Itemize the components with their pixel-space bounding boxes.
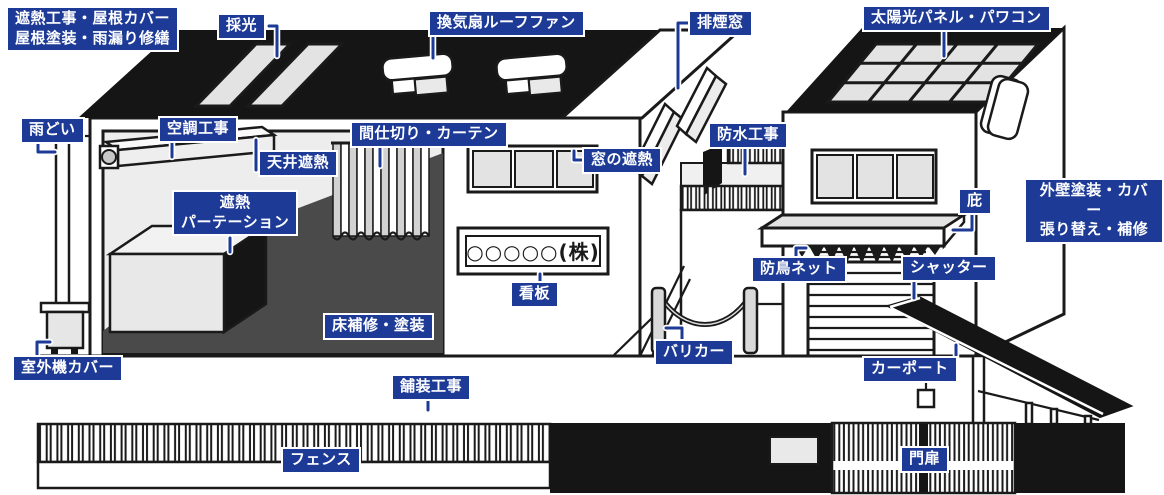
walkway-parapet (679, 184, 790, 212)
outdoor-unit (39, 301, 91, 354)
connector-rain-gutter (34, 139, 59, 156)
wall-plaque (769, 436, 819, 465)
roof-fan-2 (495, 52, 568, 97)
label-window-shield: 窓の遮熱 (582, 147, 663, 174)
connector-daylighting (265, 22, 281, 60)
skylight-2 (244, 42, 346, 108)
wall-right (1015, 423, 1125, 493)
label-daylighting: 採光 (217, 13, 267, 40)
label-ceiling-shield: 天井遮熱 (258, 150, 339, 177)
walkway (639, 143, 790, 358)
label-rain-gutter: 雨どい (20, 117, 85, 144)
label-fence: フェンス (281, 447, 361, 474)
label-bollard: バリカー (654, 339, 735, 366)
label-eaves: 庇 (958, 188, 992, 215)
label-partition-curtain: 間仕切り・カーテン (350, 121, 508, 148)
label-roof-fan: 換気扇ルーフファン (428, 10, 585, 37)
carport-beam (977, 389, 1100, 422)
skylight-1 (192, 42, 294, 108)
label-paving: 舗装工事 (391, 374, 472, 401)
company-signboard: ○○○○○(株) (456, 226, 610, 276)
label-exterior-wall: 外壁塗装・カバー 張り替え・補修 (1024, 178, 1164, 244)
connector-window-shield (570, 147, 586, 164)
label-signboard: 看板 (510, 281, 560, 308)
label-waterproof: 防水工事 (708, 122, 789, 149)
label-carport: カーポート (862, 356, 958, 383)
carport-roof (885, 295, 1134, 419)
label-heat-partition: 遮熱 パーテーション (172, 190, 299, 236)
power-conditioner (979, 74, 1030, 141)
label-smoke-window: 排煙窓 (688, 10, 753, 37)
label-outdoor-unit-cover: 室外機カバー (12, 355, 124, 382)
partition-curtain (331, 141, 431, 241)
smoke-window-2 (675, 65, 728, 144)
carport (885, 295, 1134, 426)
solar-panel-grid (824, 42, 1042, 104)
bollards (613, 286, 788, 356)
connector-bollard (662, 324, 686, 343)
bollard-post-2 (742, 286, 759, 355)
label-gate: 門扉 (900, 446, 950, 473)
factory-window (466, 144, 599, 194)
rain-gutter-pipe (54, 122, 90, 308)
label-roof-work: 遮熱工事・屋根カバー 屋根塗装・雨漏り修繕 (6, 6, 180, 52)
connector-outdoor-unit (33, 338, 54, 359)
company-sign-text: ○○○○○(株) (466, 240, 600, 264)
connector-bird-net (792, 244, 810, 260)
connector-eaves (949, 208, 976, 234)
canopy (756, 212, 970, 250)
walkway-floor (680, 162, 789, 187)
roof-fan-1 (381, 52, 454, 97)
label-solar: 太陽光パネル・パワコン (862, 5, 1051, 32)
office-building (756, 24, 1066, 460)
label-floor-repair: 床補修・塗装 (323, 313, 435, 340)
walkway-door (703, 144, 722, 196)
label-bird-net: 防鳥ネット (751, 256, 847, 283)
label-shutter: シャッター (901, 255, 997, 282)
office-window (810, 148, 938, 205)
label-hvac: 空調工事 (158, 116, 239, 143)
duct-end-cap (101, 149, 117, 165)
connector-smoke-window (674, 19, 694, 92)
heat-partition-box (105, 223, 271, 335)
